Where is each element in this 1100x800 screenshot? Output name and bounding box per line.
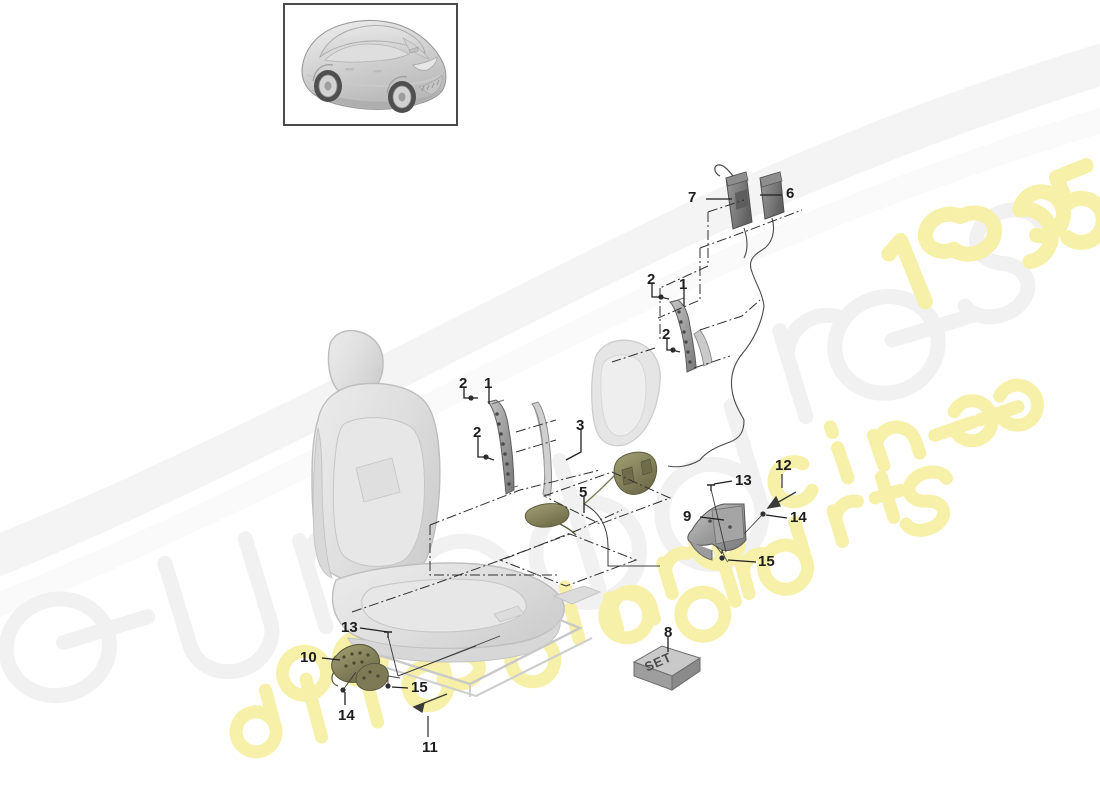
callout-9: 9 — [683, 508, 692, 525]
seat-assembly — [311, 329, 602, 698]
fastener-guide-lines — [342, 488, 764, 691]
callout-5: 5 — [579, 484, 588, 501]
callout-2-upper-b: 2 — [473, 424, 482, 441]
direction-arrow-12 — [766, 474, 797, 509]
part-8-set-box: SET — [632, 645, 702, 691]
part-1-front-airbag-bracket — [487, 399, 519, 495]
callout-10: 10 — [300, 649, 317, 666]
callout-3: 3 — [576, 417, 585, 434]
fastener-2-front-b — [483, 454, 495, 461]
part-4-connector-body — [583, 451, 658, 505]
callout-8: 8 — [664, 624, 673, 641]
callout-1-upper: 1 — [484, 375, 493, 392]
part-9-mounting-bracket — [687, 503, 747, 563]
installation-locator-lines — [351, 199, 803, 613]
wiring-harness-run — [699, 419, 745, 461]
part-1-rear-airbag-bracket — [669, 297, 713, 373]
callout-2-upper-a: 2 — [459, 375, 468, 392]
part-3-airbag-guide-blade — [531, 401, 552, 497]
part-5-harness-clip — [524, 503, 577, 536]
harness-branch — [583, 503, 660, 567]
rear-seat-backrest — [591, 339, 661, 447]
callout-13-right: 13 — [735, 472, 752, 489]
callout-7: 7 — [688, 189, 697, 206]
callout-14-left: 14 — [338, 707, 355, 724]
part-10-crash-sensor — [331, 643, 401, 691]
callout-14-right: 14 — [790, 509, 807, 526]
callout-6: 6 — [786, 185, 795, 202]
callout-1-rear: 1 — [679, 276, 688, 293]
callout-13-left: 13 — [341, 619, 358, 636]
callout-2-rear-a: 2 — [647, 271, 656, 288]
callout-12: 12 — [775, 457, 792, 474]
callout-15-left: 15 — [411, 679, 428, 696]
direction-arrow-11 — [412, 693, 448, 737]
leader-lines — [321, 194, 788, 705]
callout-2-rear-b: 2 — [662, 326, 671, 343]
callout-15-right: 15 — [758, 553, 775, 570]
part-7-airbag-module-left — [714, 164, 753, 259]
vehicle-thumbnail[interactable] — [283, 3, 458, 126]
fastener-15-right — [719, 550, 725, 561]
callout-11: 11 — [422, 739, 438, 756]
